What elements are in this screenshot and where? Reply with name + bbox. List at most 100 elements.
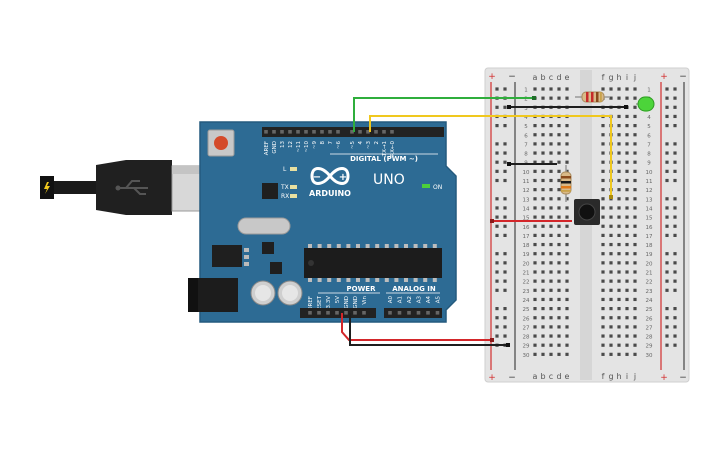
breadboard-hole[interactable] [609,224,613,228]
led-resistor[interactable] [575,91,610,103]
breadboard-hole[interactable] [617,188,621,192]
breadboard-hole[interactable] [633,233,637,237]
breadboard-hole[interactable] [601,297,605,302]
breadboard-hole[interactable] [557,270,561,274]
breadboard-hole[interactable] [533,270,537,274]
header-pin[interactable] [362,311,366,315]
breadboard-hole[interactable] [557,316,561,320]
rail-hole[interactable] [495,325,499,329]
breadboard-hole[interactable] [541,252,545,256]
breadboard-hole[interactable] [533,233,537,237]
breadboard-hole[interactable] [625,325,629,329]
rail-hole[interactable] [503,197,507,201]
breadboard-hole[interactable] [557,160,561,164]
rail-hole[interactable] [665,233,669,237]
breadboard-hole[interactable] [533,197,537,201]
rail-hole[interactable] [495,160,499,164]
rail-hole[interactable] [665,114,669,119]
breadboard-hole[interactable] [541,142,545,146]
header-pin[interactable] [407,311,411,315]
breadboard-hole[interactable] [625,188,629,192]
rail-hole[interactable] [665,325,669,329]
rail-hole[interactable] [673,288,677,292]
breadboard-hole[interactable] [633,307,637,311]
reset-button[interactable] [214,136,228,150]
rail-hole[interactable] [495,224,499,228]
rail-hole[interactable] [665,261,669,265]
breadboard-hole[interactable] [541,288,545,292]
header-pin[interactable] [272,130,276,134]
rail-hole[interactable] [673,307,677,311]
breadboard-hole[interactable] [565,352,569,356]
breadboard-hole[interactable] [617,334,621,338]
breadboard-hole[interactable] [565,215,569,219]
breadboard-hole[interactable] [533,178,537,183]
rail-hole[interactable] [665,288,669,292]
breadboard-hole[interactable] [601,270,605,274]
breadboard-hole[interactable] [625,343,629,347]
rail-hole[interactable] [673,279,677,283]
breadboard-hole[interactable] [609,242,613,247]
breadboard-hole[interactable] [625,242,629,247]
breadboard-hole[interactable] [601,352,605,356]
breadboard-hole[interactable] [633,279,637,283]
breadboard-hole[interactable] [549,197,553,201]
rail-hole[interactable] [503,252,507,256]
rail-hole[interactable] [495,105,499,109]
rail-hole[interactable] [673,206,677,210]
breadboard-hole[interactable] [625,316,629,320]
breadboard-hole[interactable] [633,242,637,247]
header-pin[interactable] [264,130,268,134]
breadboard-hole[interactable] [557,242,561,247]
breadboard-hole[interactable] [601,307,605,311]
breadboard-hole[interactable] [617,206,621,210]
breadboard-hole[interactable] [541,297,545,302]
breadboard-hole[interactable] [533,169,537,173]
rail-hole[interactable] [495,279,499,283]
rail-hole[interactable] [665,307,669,311]
breadboard-hole[interactable] [533,297,537,302]
breadboard-hole[interactable] [633,316,637,320]
breadboard-hole[interactable] [533,87,537,91]
breadboard-hole[interactable] [541,316,545,320]
rail-hole[interactable] [495,233,499,237]
breadboard-hole[interactable] [617,325,621,329]
header-pin[interactable] [328,130,332,134]
analog-header[interactable] [384,308,442,318]
breadboard-hole[interactable] [625,270,629,274]
breadboard-hole[interactable] [565,261,569,265]
breadboard-hole[interactable] [549,270,553,274]
breadboard-hole[interactable] [601,142,605,146]
breadboard-hole[interactable] [617,224,621,228]
breadboard-hole[interactable] [557,279,561,283]
breadboard-hole[interactable] [601,160,605,164]
breadboard-hole[interactable] [625,215,629,219]
rail-hole[interactable] [665,224,669,228]
rail-hole[interactable] [503,206,507,210]
breadboard-hole[interactable] [541,325,545,329]
breadboard-hole[interactable] [557,215,561,219]
breadboard-hole[interactable] [601,334,605,338]
header-pin[interactable] [326,311,330,315]
rail-hole[interactable] [495,206,499,210]
breadboard-hole[interactable] [557,343,561,347]
breadboard-hole[interactable] [557,197,561,201]
breadboard-hole[interactable] [601,242,605,247]
breadboard-hole[interactable] [633,142,637,146]
breadboard-hole[interactable] [601,224,605,228]
breadboard-hole[interactable] [557,224,561,228]
header-pin[interactable] [388,311,392,315]
breadboard-hole[interactable] [533,307,537,311]
breadboard-hole[interactable] [557,297,561,302]
breadboard-hole[interactable] [533,188,537,192]
rail-hole[interactable] [503,151,507,155]
breadboard-hole[interactable] [625,288,629,292]
breadboard-hole[interactable] [549,178,553,183]
breadboard-hole[interactable] [533,160,537,164]
breadboard-hole[interactable] [549,233,553,237]
breadboard-hole[interactable] [565,142,569,146]
rail-hole[interactable] [673,252,677,256]
rail-hole[interactable] [665,279,669,283]
rail-hole[interactable] [495,270,499,274]
